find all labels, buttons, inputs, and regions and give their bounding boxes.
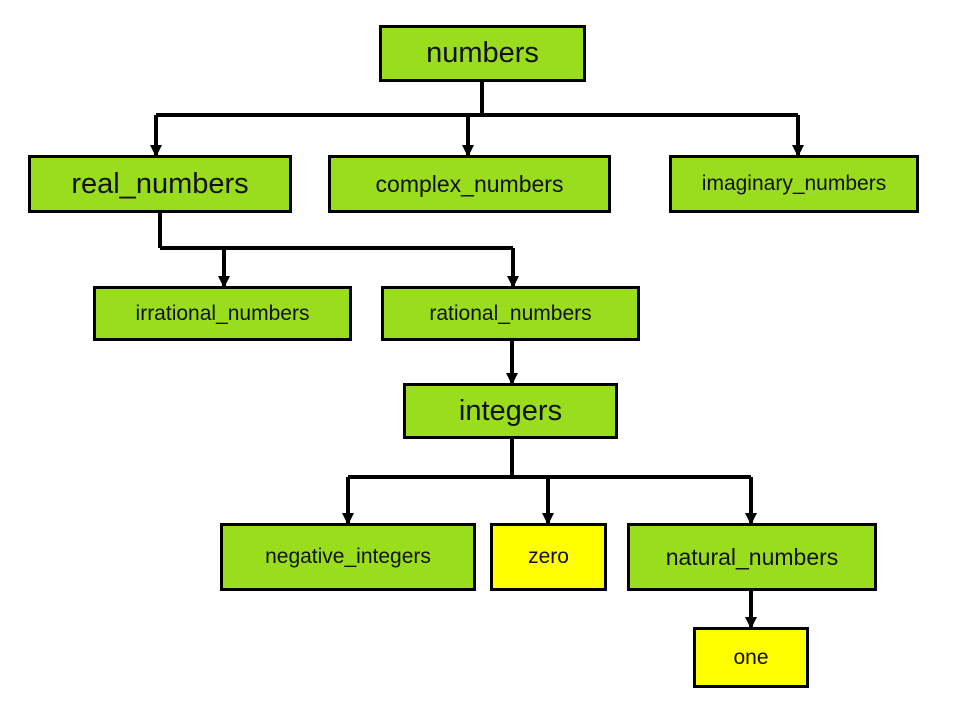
node-imaginary_numbers: imaginary_numbers bbox=[669, 155, 919, 213]
node-one: one bbox=[693, 627, 809, 688]
node-negative_integers: negative_integers bbox=[220, 523, 476, 591]
node-complex_numbers: complex_numbers bbox=[328, 155, 611, 213]
node-real_numbers: real_numbers bbox=[28, 155, 292, 213]
node-zero: zero bbox=[490, 523, 607, 591]
node-numbers: numbers bbox=[379, 25, 586, 82]
node-natural_numbers: natural_numbers bbox=[627, 523, 877, 591]
node-integers: integers bbox=[403, 383, 618, 439]
node-irrational_numbers: irrational_numbers bbox=[93, 286, 352, 341]
node-rational_numbers: rational_numbers bbox=[381, 286, 640, 341]
